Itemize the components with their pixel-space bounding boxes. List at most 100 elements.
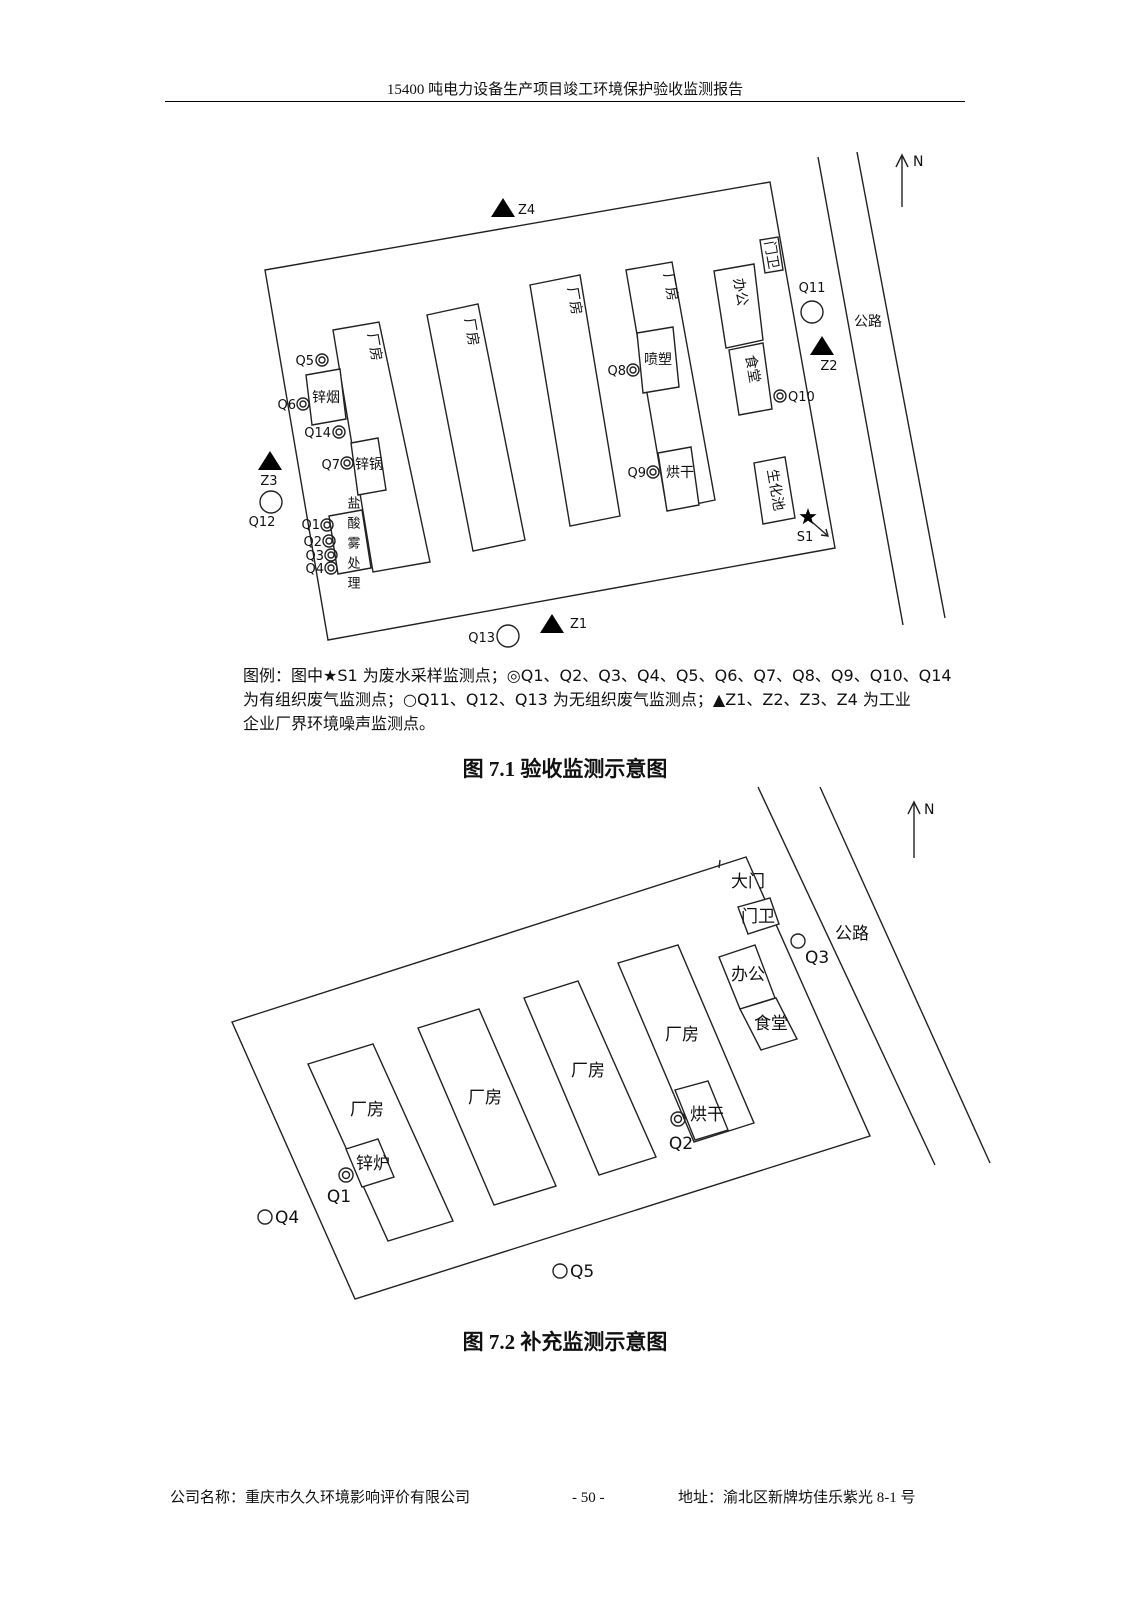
outflow-arrow-icon <box>811 521 829 537</box>
figure-7-1-site-plan: 公路 N 门卫 厂房 锌烟 锌锅 盐酸雾处理 厂房 厂房 厂房 喷塑 烘干 <box>249 151 946 648</box>
point-q6-label: Q6 <box>277 398 296 413</box>
spray-coating-unit <box>636 326 680 394</box>
point-q8-label: Q8 <box>607 364 626 379</box>
point-z2-marker <box>810 336 834 355</box>
point-q9-marker <box>646 465 660 479</box>
canteen-label-2: 食堂 <box>754 1014 788 1034</box>
point-q3-label: Q3 <box>305 549 324 564</box>
road-edge-west-2 <box>757 786 936 1166</box>
point2-q3-marker <box>790 933 806 949</box>
point-q13-marker <box>496 624 520 648</box>
point-q2-marker <box>322 534 336 548</box>
point-z3-marker <box>258 451 282 470</box>
legend-line-1: 图例：图中★S1 为废水采样监测点；◎Q1、Q2、Q3、Q4、Q5、Q6、Q7、… <box>243 666 952 685</box>
point2-q5-label: Q5 <box>570 1262 594 1282</box>
spray-coating-label: 喷塑 <box>644 352 672 368</box>
header-rule <box>165 101 965 102</box>
point-q9-label: Q9 <box>627 466 646 481</box>
point2-q3-label: Q3 <box>805 948 829 968</box>
workshop-b-label: 厂房 <box>461 317 482 347</box>
point-q7-marker <box>340 456 354 470</box>
workshop-2d <box>617 944 755 1143</box>
drying-label-2: 烘干 <box>690 1105 724 1125</box>
canteen-building <box>728 342 773 416</box>
point-q7-label: Q7 <box>321 458 340 473</box>
report-header-title: 15400 吨电力设备生产项目竣工环境保护验收监测报告 <box>386 82 744 98</box>
canteen-label: 食堂 <box>742 354 764 385</box>
figure-7-1-legend: 图例：图中★S1 为废水采样监测点；◎Q1、Q2、Q3、Q4、Q5、Q6、Q7、… <box>243 664 963 736</box>
workshop-b <box>426 303 526 552</box>
drying-unit <box>657 446 700 512</box>
point-s1-label: S1 <box>797 530 814 545</box>
north-arrow-icon-2 <box>907 800 921 858</box>
point-q12-label: Q12 <box>249 515 276 530</box>
point-q13-label: Q13 <box>468 631 495 646</box>
road-edge-east <box>856 151 946 619</box>
point-q1-marker <box>320 518 334 532</box>
point-q2-label: Q2 <box>303 535 322 550</box>
zinc-furnace-unit <box>345 1138 395 1188</box>
point-q4-marker <box>324 561 338 575</box>
legend-line-3: 企业厂界环境噪声监测点。 <box>243 714 436 733</box>
biochem-pool-label: 生化池 <box>763 468 786 512</box>
biochem-pool <box>753 456 796 525</box>
point-q3-marker <box>324 548 338 562</box>
guard-house <box>759 236 784 274</box>
office-label: 办公 <box>730 277 751 307</box>
point-z4-label: Z4 <box>518 203 535 218</box>
legend-line-2: 为有组织废气监测点；○Q11、Q12、Q13 为无组织废气监测点；▲Z1、Z2、… <box>243 690 911 709</box>
plant-boundary-2 <box>231 856 871 1300</box>
wastewater-sampling-star-icon <box>799 508 817 525</box>
workshop-2c <box>523 980 657 1176</box>
acid-mist-treatment-label: 盐酸雾处理 <box>345 496 361 596</box>
point-q11-marker <box>800 300 824 324</box>
office-label-2: 办公 <box>731 965 765 985</box>
point-q6-marker <box>296 397 310 411</box>
workshop-2d-label: 厂房 <box>665 1025 699 1045</box>
point2-q1-marker <box>338 1167 354 1183</box>
footer-page-number: - 50 - <box>572 1490 605 1506</box>
workshop-2a-label: 厂房 <box>350 1100 384 1120</box>
footer-company: 公司名称：重庆市久久环境影响评价有限公司 <box>170 1490 471 1506</box>
point-z1-label: Z1 <box>570 617 587 632</box>
drying-unit-2 <box>674 1080 729 1141</box>
acid-mist-treatment-unit <box>328 509 372 575</box>
north-arrow-icon <box>895 153 909 207</box>
point-z2-label: Z2 <box>820 359 837 374</box>
zinc-pot-label: 锌锅 <box>355 457 383 473</box>
guard-house-label-2: 门卫 <box>741 907 775 927</box>
figure-7-2-site-plan: 大门 公路 N 厂房 锌炉 厂房 厂房 厂房 烘干 门卫 办公 食堂 Q1 <box>231 786 991 1300</box>
workshop-c <box>529 274 621 527</box>
guard-house-label: 门卫 <box>761 240 782 270</box>
north-label-2: N <box>924 802 934 818</box>
point-q10-label: Q10 <box>788 390 815 405</box>
point2-q2-marker <box>670 1111 686 1127</box>
point-q12-marker <box>259 490 283 514</box>
workshop-2c-label: 厂房 <box>571 1061 605 1081</box>
workshop-2a <box>307 1043 454 1242</box>
point-q8-marker <box>626 363 640 377</box>
point-q14-marker <box>332 425 346 439</box>
workshop-c-label: 厂房 <box>564 286 585 316</box>
point2-q2-label: Q2 <box>669 1134 693 1154</box>
gate-mark <box>718 859 721 869</box>
point2-q5-marker <box>552 1263 568 1279</box>
workshop-d-label: 厂房 <box>660 272 681 302</box>
footer-address: 地址：渝北区新牌坊佳乐紫光 8-1 号 <box>678 1490 916 1506</box>
point-z1-marker <box>540 614 564 633</box>
workshop-2b-label: 厂房 <box>468 1088 502 1108</box>
road-label: 公路 <box>854 314 882 330</box>
north-label: N <box>913 154 923 170</box>
workshop-a-label: 厂房 <box>364 332 385 362</box>
point2-q4-label: Q4 <box>275 1208 299 1228</box>
zinc-fume-unit <box>305 368 347 426</box>
road-edge-east-2 <box>819 786 991 1164</box>
road-label-2: 公路 <box>835 924 869 944</box>
point2-q4-marker <box>257 1209 273 1225</box>
point2-q1-label: Q1 <box>327 1187 351 1207</box>
zinc-furnace-label: 锌炉 <box>356 1154 390 1174</box>
point-q10-marker <box>773 389 787 403</box>
road-edge-west <box>817 156 904 626</box>
point-q11-label: Q11 <box>799 281 826 296</box>
point-z3-label: Z3 <box>260 474 277 489</box>
